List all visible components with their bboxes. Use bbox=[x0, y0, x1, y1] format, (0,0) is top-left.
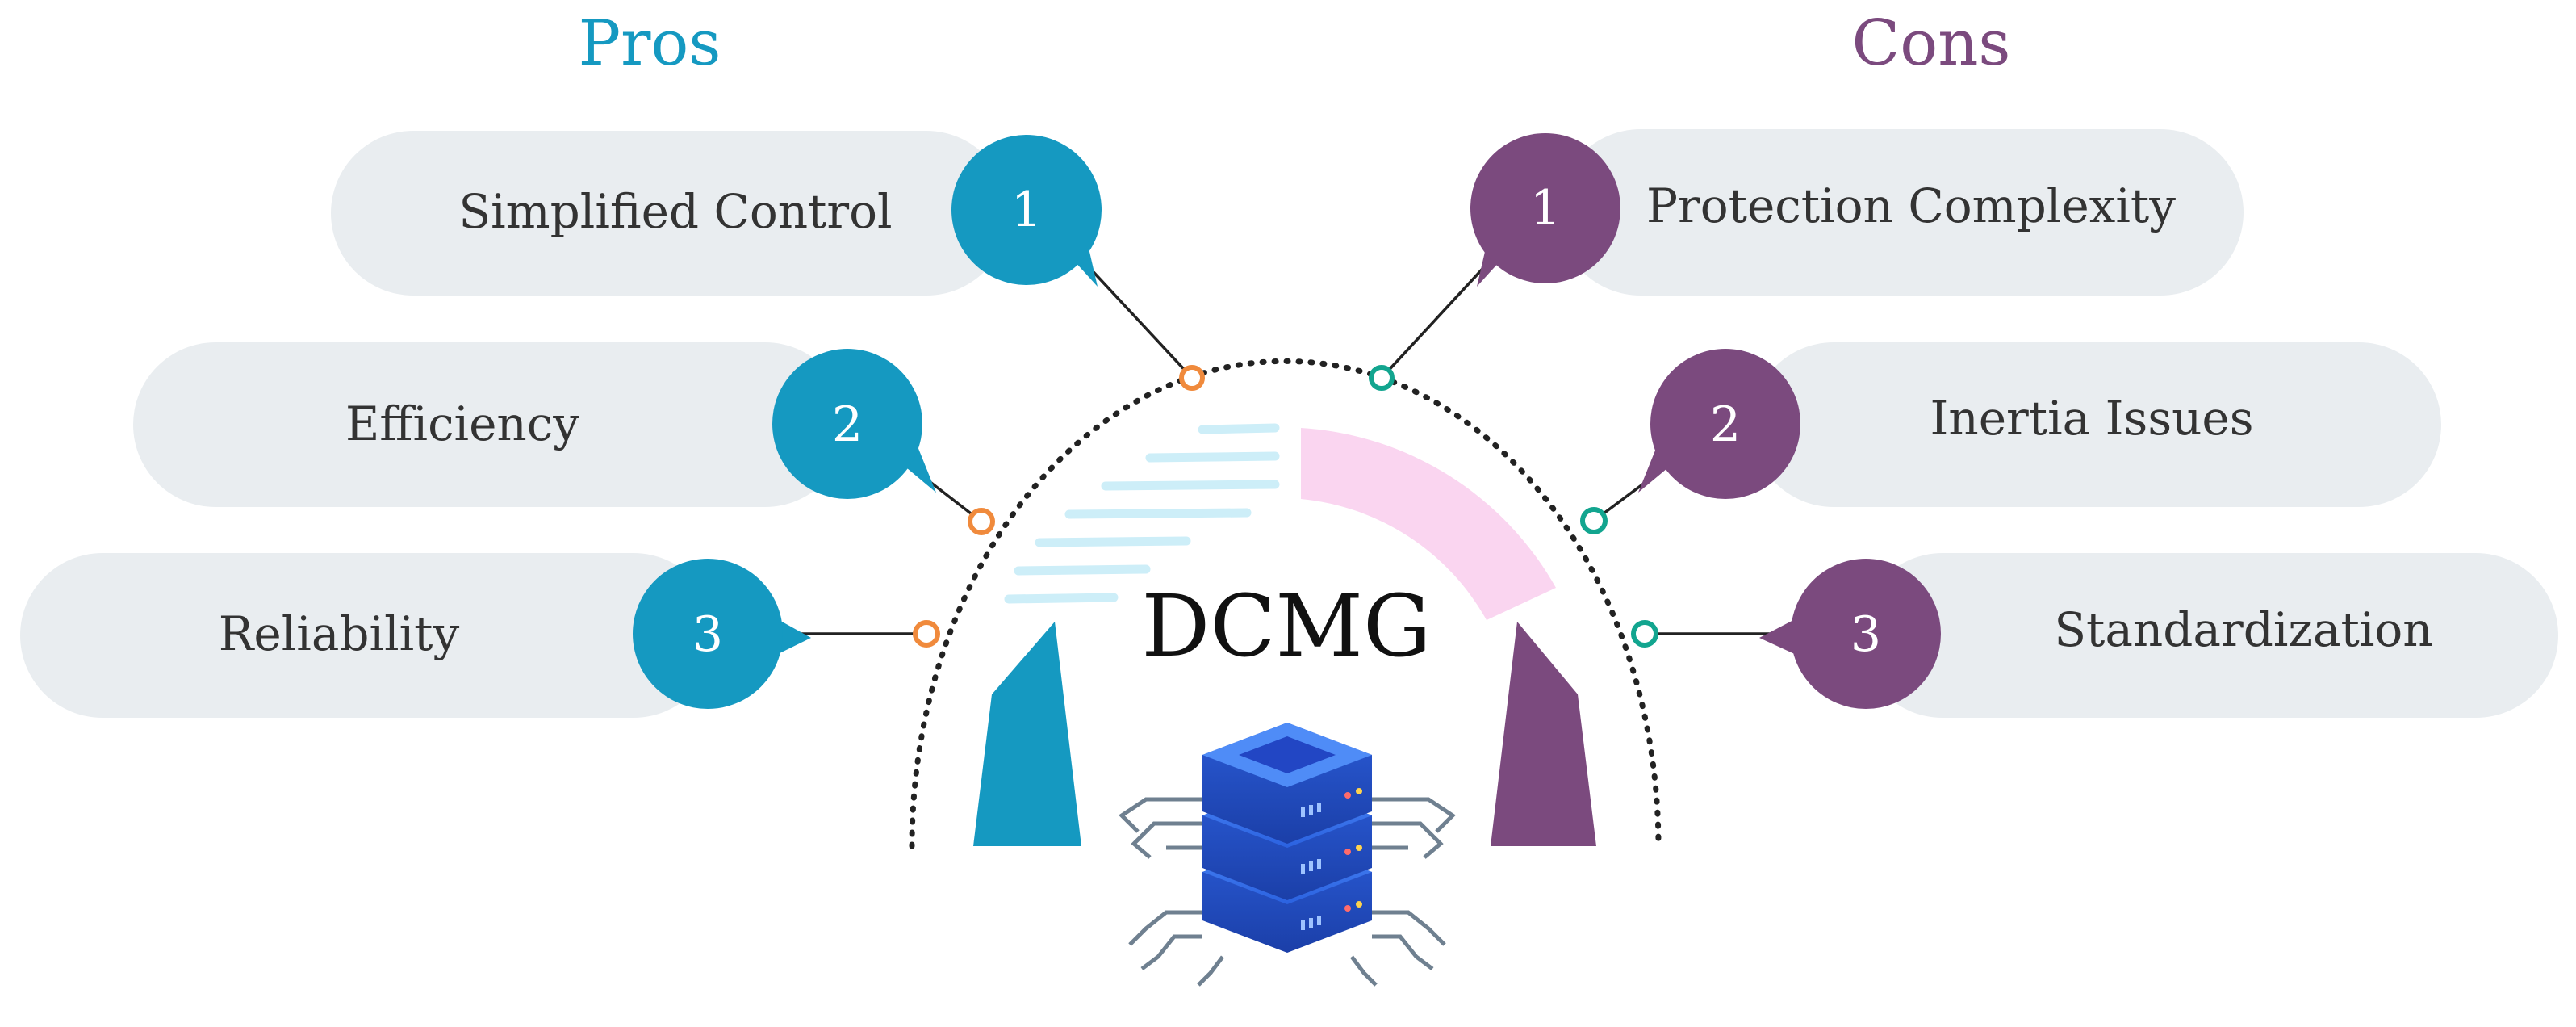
pros-item-label: Simplified Control bbox=[458, 184, 892, 239]
number-badge bbox=[1470, 133, 1620, 283]
gauge-segment-cons-upper bbox=[1301, 428, 1556, 620]
number-badge bbox=[951, 135, 1102, 285]
pill bbox=[1558, 129, 2244, 296]
pill bbox=[20, 553, 716, 718]
pros-heading: Pros bbox=[579, 7, 721, 80]
connector-node bbox=[968, 508, 995, 535]
connector-node bbox=[913, 620, 940, 648]
dotted-arc bbox=[909, 358, 1662, 849]
number-badge bbox=[1791, 559, 1941, 709]
gauge-segment-pros-lower bbox=[973, 622, 1081, 846]
cons-item-label: Protection Complexity bbox=[1646, 178, 2176, 233]
pros-item-2: 2 Efficiency bbox=[133, 342, 995, 535]
center-title: DCMG bbox=[1141, 576, 1431, 676]
number-badge-text: 1 bbox=[1011, 182, 1042, 238]
pros-item-3: 3 Reliability bbox=[20, 553, 940, 718]
pill bbox=[331, 131, 1009, 296]
connector-node bbox=[1631, 620, 1658, 648]
cons-item-1: 1 Protection Complexity bbox=[1369, 129, 2244, 391]
pros-item-label: Efficiency bbox=[345, 396, 579, 451]
number-badge-text: 2 bbox=[832, 396, 863, 453]
gauge-segment-pros-upper bbox=[1004, 423, 1280, 604]
cons-item-2: 2 Inertia Issues bbox=[1580, 342, 2441, 534]
number-badge-text: 3 bbox=[1850, 606, 1881, 663]
number-badge-text: 3 bbox=[692, 606, 723, 663]
number-badge bbox=[633, 559, 783, 709]
number-badge bbox=[1650, 349, 1800, 499]
pill bbox=[1751, 342, 2441, 507]
connector-node bbox=[1369, 365, 1395, 391]
pill bbox=[133, 342, 847, 507]
connector-node bbox=[1580, 507, 1608, 534]
server-stack-icon bbox=[1119, 723, 1456, 987]
pros-item-1: 1 Simplified Control bbox=[331, 131, 1205, 391]
number-badge-text: 1 bbox=[1530, 180, 1561, 237]
gauge-segment-cons-lower bbox=[1491, 622, 1596, 846]
pros-item-label: Reliability bbox=[219, 606, 460, 661]
cons-item-3: 3 Standardization bbox=[1631, 553, 2558, 718]
cons-heading: Cons bbox=[1852, 7, 2011, 80]
connector-node bbox=[1179, 365, 1205, 391]
number-badge bbox=[772, 349, 922, 499]
pill bbox=[1860, 553, 2558, 718]
number-badge-text: 2 bbox=[1710, 396, 1741, 453]
cons-item-label: Inertia Issues bbox=[1930, 391, 2253, 446]
cons-item-label: Standardization bbox=[2054, 602, 2432, 657]
